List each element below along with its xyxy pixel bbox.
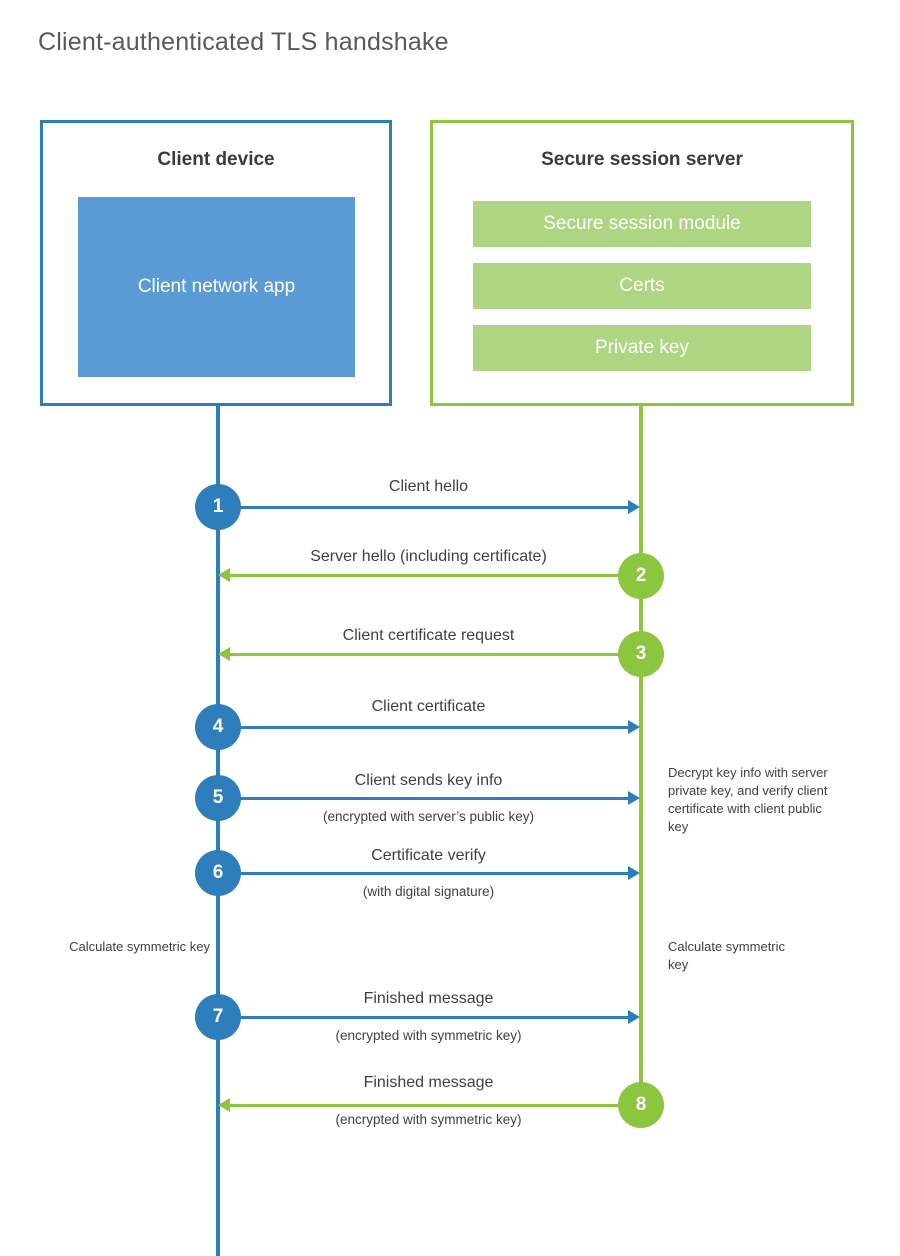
step-3-label: Client certificate request	[342, 627, 515, 644]
step-4-arrow-head	[628, 720, 640, 734]
step-5-arrow-line	[218, 797, 628, 800]
client-device-box: Client device Client network app	[40, 120, 392, 406]
step-6-number: 6	[195, 850, 241, 896]
step-4-number: 4	[195, 704, 241, 750]
step-2-label: Server hello (including certificate)	[310, 548, 547, 565]
step-8-label: Finished message	[363, 1074, 494, 1091]
step-7-arrow-line	[218, 1016, 628, 1019]
page-title: Client-authenticated TLS handshake	[38, 28, 449, 56]
step-5-label: Client sends key info	[354, 772, 503, 789]
step-8-number: 8	[618, 1082, 664, 1128]
server-decrypt-note: Decrypt key info with server private key…	[668, 765, 828, 834]
server-calculate-symmetric-key-note: Calculate symmetric key	[668, 939, 786, 972]
step-7-number: 7	[195, 994, 241, 1040]
step-5-number: 5	[195, 775, 241, 821]
step-3-arrow-head	[218, 647, 230, 661]
step-7-sublabel: (encrypted with symmetric key)	[335, 1028, 522, 1043]
step-8-arrow-line	[230, 1104, 640, 1107]
step-8-arrow-head	[218, 1098, 230, 1112]
step-1-arrow-line	[218, 506, 628, 509]
step-1-arrow-head	[628, 500, 640, 514]
step-2-number: 2	[618, 553, 664, 599]
step-3-number: 3	[618, 631, 664, 677]
secure-session-server-box: Secure session server Secure session mod…	[430, 120, 854, 406]
step-5-sublabel: (encrypted with server’s public key)	[322, 809, 535, 824]
step-2-arrow-line	[230, 574, 640, 577]
step-3-arrow-line	[230, 653, 640, 656]
step-6-arrow-head	[628, 866, 640, 880]
server-module-certs: Certs	[473, 263, 811, 309]
client-device-title: Client device	[157, 149, 275, 170]
server-module-private-key: Private key	[473, 325, 811, 371]
step-4-label: Client certificate	[371, 698, 486, 715]
step-6-sublabel: (with digital signature)	[362, 884, 495, 899]
step-7-label: Finished message	[363, 990, 494, 1007]
step-4-arrow-line	[218, 726, 628, 729]
step-1-number: 1	[195, 484, 241, 530]
secure-session-server-title: Secure session server	[541, 149, 743, 170]
server-module-secure-session-module: Secure session module	[473, 201, 811, 247]
client-lifeline	[216, 405, 220, 1256]
step-1-label: Client hello	[388, 478, 469, 495]
client-calculate-symmetric-key-note: Calculate symmetric key	[69, 939, 210, 954]
step-6-label: Certificate verify	[371, 847, 486, 864]
step-2-arrow-head	[218, 568, 230, 582]
client-network-app-block: Client network app	[78, 197, 355, 377]
step-5-arrow-head	[628, 791, 640, 805]
server-lifeline	[639, 405, 643, 1107]
step-8-sublabel: (encrypted with symmetric key)	[335, 1112, 522, 1127]
step-6-arrow-line	[218, 872, 628, 875]
step-7-arrow-head	[628, 1010, 640, 1024]
